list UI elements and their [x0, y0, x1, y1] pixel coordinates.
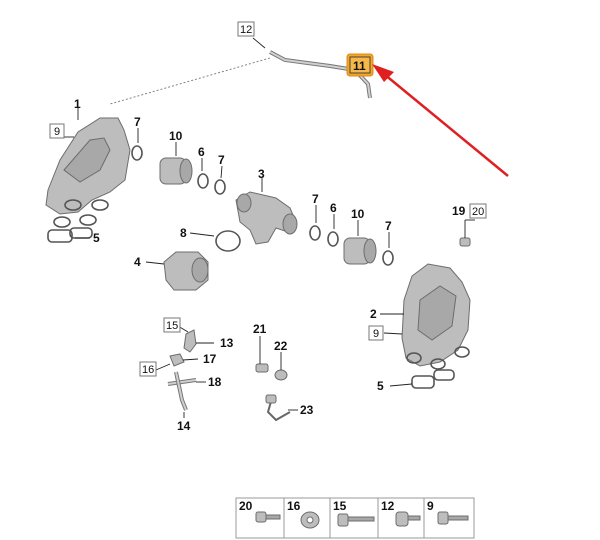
callout-4[interactable]: 4: [134, 255, 141, 269]
svg-text:15: 15: [166, 320, 178, 332]
callout-19[interactable]: 19: [452, 204, 466, 218]
seal-ring-7d[interactable]: [382, 250, 394, 266]
breather-hose[interactable]: [269, 50, 372, 99]
leader-hose-to-manifold: [109, 57, 271, 105]
throttle-body[interactable]: [163, 251, 209, 291]
callout-10b[interactable]: 10: [351, 207, 365, 221]
gasket-left[interactable]: [47, 227, 93, 243]
leader-17: [182, 358, 199, 361]
callout-13[interactable]: 13: [220, 336, 234, 350]
svg-text:16: 16: [287, 499, 301, 513]
seal-ring-6b[interactable]: [327, 231, 339, 247]
callout-6b[interactable]: 6: [330, 201, 337, 215]
highlight-arrow: [372, 64, 509, 177]
leader-5b: [389, 383, 413, 387]
callout-5a[interactable]: 5: [93, 231, 100, 245]
boxed-callout-12[interactable]: 12: [237, 21, 255, 37]
spacer-10a[interactable]: [159, 157, 193, 185]
bolt-20-icon: [255, 511, 281, 523]
seal-ring-7b[interactable]: [214, 179, 226, 195]
hose-14[interactable]: [174, 371, 188, 411]
o-ring-8[interactable]: [215, 230, 241, 252]
gasket-right[interactable]: [411, 369, 455, 389]
hose-18[interactable]: [167, 378, 197, 386]
leader-7b: [220, 165, 223, 179]
svg-text:11: 11: [353, 59, 366, 73]
highlighted-callout-11[interactable]: 11: [346, 53, 374, 77]
callout-1[interactable]: 1: [74, 97, 81, 111]
crossover-pipe[interactable]: [235, 191, 298, 245]
fastener-tray: 20 16 15 12: [235, 497, 475, 539]
svg-text:20: 20: [239, 499, 253, 513]
bolt-12-icon: [395, 511, 421, 527]
tray-cell-12[interactable]: 12: [381, 499, 421, 527]
callout-3[interactable]: 3: [258, 167, 265, 181]
callout-22[interactable]: 22: [274, 339, 288, 353]
leader-9b: [383, 332, 403, 335]
callout-2[interactable]: 2: [370, 307, 377, 321]
boxed-callout-15[interactable]: 15: [163, 317, 181, 333]
callout-8[interactable]: 8: [180, 226, 187, 240]
nut-22[interactable]: [274, 369, 288, 381]
callout-10a[interactable]: 10: [169, 129, 183, 143]
svg-text:12: 12: [240, 24, 252, 36]
svg-text:12: 12: [381, 499, 395, 513]
nut-16-icon: [300, 511, 320, 529]
callout-7d[interactable]: 7: [385, 219, 392, 233]
intake-manifold-right[interactable]: [401, 263, 471, 370]
leader-16a: [155, 363, 171, 371]
callout-23[interactable]: 23: [300, 403, 314, 417]
spacer-10b[interactable]: [343, 237, 377, 265]
seal-ring-7c[interactable]: [309, 225, 321, 241]
callout-14[interactable]: 14: [177, 419, 191, 433]
boxed-callout-20[interactable]: 20: [469, 203, 487, 219]
callout-7c[interactable]: 7: [312, 192, 319, 206]
callout-7a[interactable]: 7: [134, 115, 141, 129]
boxed-callout-9b[interactable]: 9: [368, 325, 384, 341]
boxed-callout-16[interactable]: 16: [139, 361, 157, 377]
callout-7b[interactable]: 7: [218, 153, 225, 167]
clamp-17[interactable]: [169, 353, 185, 367]
tray-cell-9[interactable]: 9: [427, 499, 469, 525]
intake-manifold-left[interactable]: [45, 117, 131, 228]
tray-cell-15[interactable]: 15: [333, 499, 375, 527]
boxed-callout-9a[interactable]: 9: [49, 123, 65, 139]
tray-cell-20[interactable]: 20: [239, 499, 281, 523]
bracket-13[interactable]: [183, 329, 197, 353]
bolt-9-icon: [437, 511, 469, 525]
svg-text:20: 20: [472, 206, 484, 218]
sensor-19[interactable]: [459, 220, 471, 247]
sensor-21[interactable]: [255, 363, 269, 373]
callout-17[interactable]: 17: [203, 352, 217, 366]
leader-4: [145, 261, 165, 265]
harness-23[interactable]: [265, 394, 291, 422]
seal-ring-7a[interactable]: [131, 145, 143, 161]
bolt-15-icon: [337, 513, 375, 527]
callout-18[interactable]: 18: [208, 375, 222, 389]
callout-21[interactable]: 21: [253, 322, 267, 336]
leader-8: [189, 232, 215, 237]
callout-6a[interactable]: 6: [198, 145, 205, 159]
svg-text:9: 9: [373, 328, 379, 340]
callout-5b[interactable]: 5: [377, 379, 384, 393]
svg-text:16: 16: [142, 364, 154, 376]
svg-text:9: 9: [427, 499, 434, 513]
seal-ring-6a[interactable]: [197, 173, 209, 189]
svg-text:9: 9: [54, 126, 60, 138]
svg-text:15: 15: [333, 499, 347, 513]
leader-12: [252, 37, 266, 49]
tray-cell-16[interactable]: 16: [287, 499, 320, 529]
